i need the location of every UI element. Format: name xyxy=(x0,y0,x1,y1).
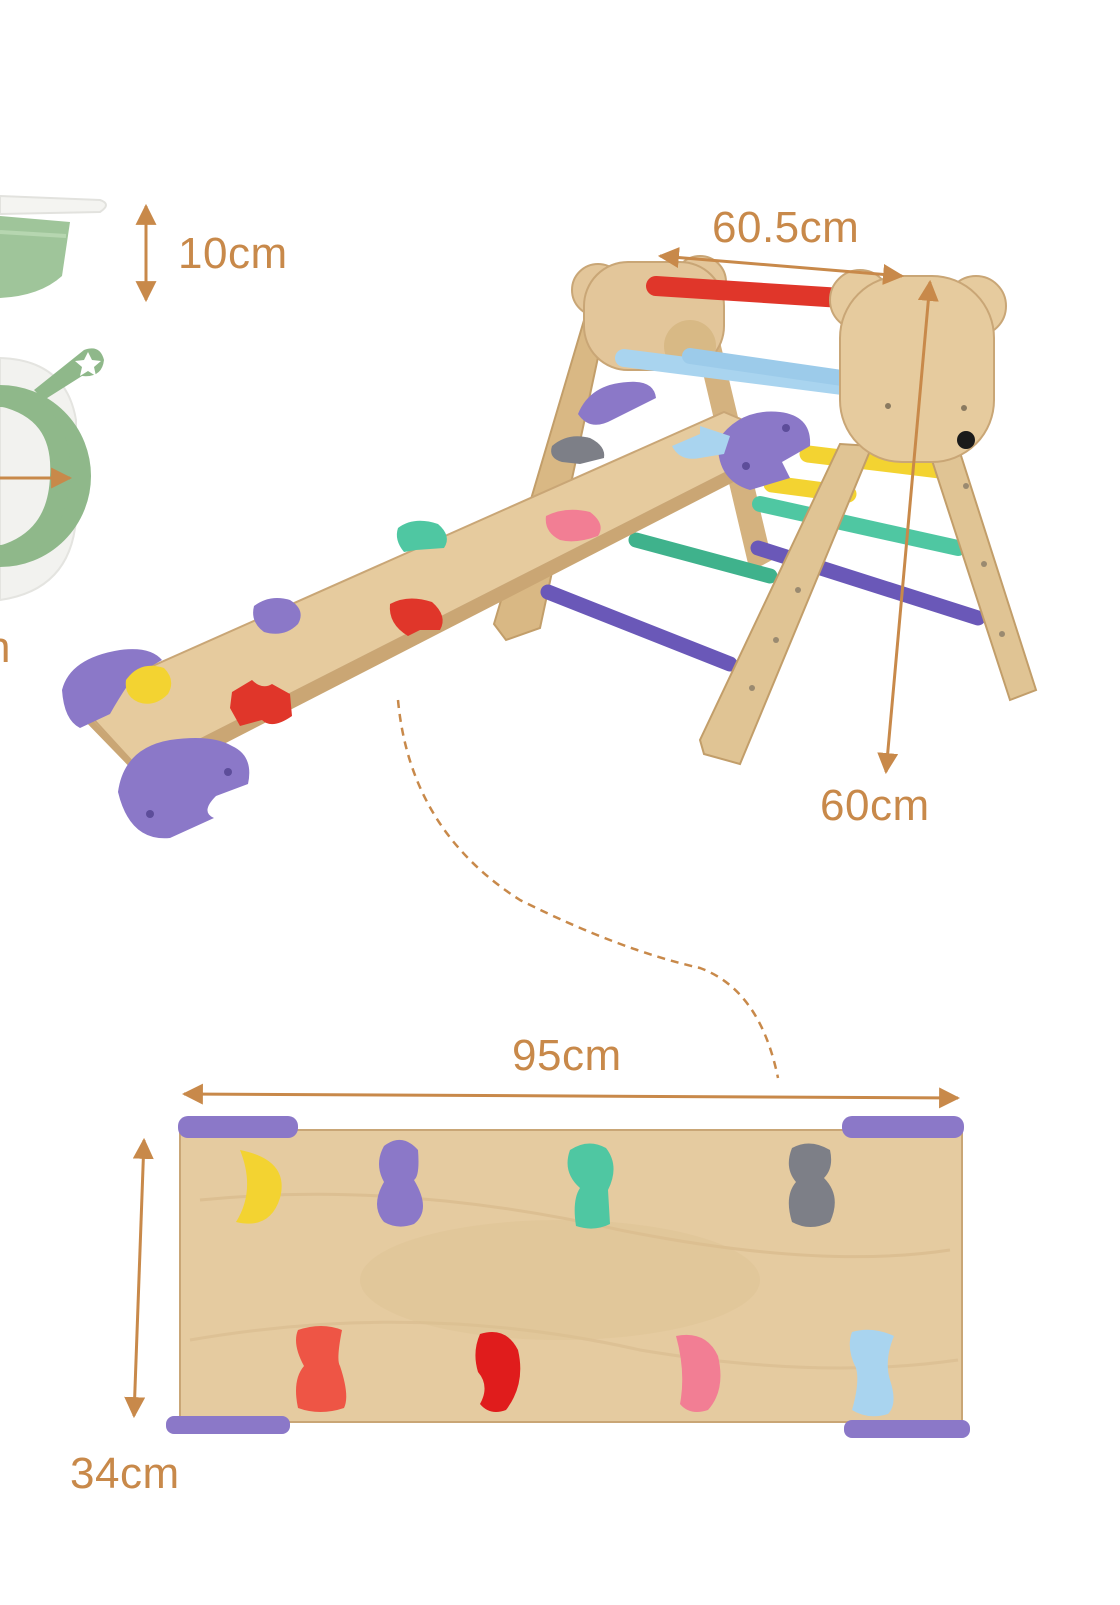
width-arrow-34cm xyxy=(124,1137,154,1419)
pikler-triangle xyxy=(62,255,1038,839)
cut-off-dimension-label: n xyxy=(0,626,11,670)
hold-gray xyxy=(788,1143,835,1227)
dimension-label-34cm: 34cm xyxy=(70,1449,180,1498)
front-bear-panel xyxy=(829,269,1007,463)
hold-red xyxy=(475,1332,521,1412)
hold-green xyxy=(567,1143,614,1229)
hold-red-coral xyxy=(296,1326,347,1412)
hold-yellow xyxy=(236,1150,282,1224)
ramp-top-view xyxy=(166,1116,970,1438)
height-arrow-60cm xyxy=(877,279,939,775)
dimension-label-60-5cm: 60.5cm xyxy=(712,203,860,252)
dimension-label-10cm: 10cm xyxy=(178,229,288,278)
hold-purple xyxy=(377,1139,423,1227)
hold-light-blue xyxy=(849,1329,894,1417)
ramp-board xyxy=(62,381,811,839)
length-arrow-95cm xyxy=(181,1083,961,1109)
dimension-label-60cm: 60cm xyxy=(820,781,930,830)
hold-pink xyxy=(676,1334,721,1412)
dashed-connector xyxy=(396,699,780,1079)
partial-product-left xyxy=(0,194,107,602)
dimension-label-95cm: 95cm xyxy=(512,1031,622,1080)
width-arrow-60-5cm xyxy=(657,247,905,285)
